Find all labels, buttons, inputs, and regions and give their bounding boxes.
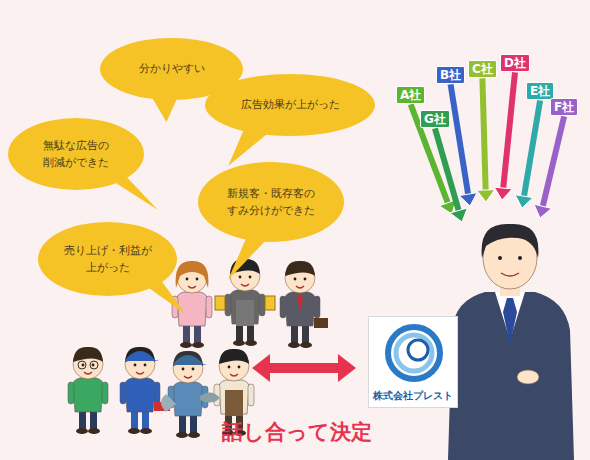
node-text: 広告効果が上がった (233, 96, 348, 113)
company-arrow-label: B社 (436, 66, 465, 84)
person-figure (120, 347, 170, 434)
node-text: 無駄な広告の削減ができた (40, 137, 112, 171)
caption-label: 話し合って決定 (222, 418, 372, 446)
company-arrow-label: C社 (468, 60, 497, 78)
arrow-head (534, 204, 552, 218)
arrow-head (494, 187, 512, 200)
arrow-shaft (435, 128, 459, 210)
company-arrow-label: D社 (500, 54, 530, 72)
speech-bubble: 広告効果が上がった (205, 74, 375, 136)
node-text: A社 (400, 88, 421, 102)
arrow-shaft (543, 116, 564, 206)
node-text: D社 (504, 56, 526, 70)
node-text: F社 (554, 100, 574, 114)
node-text: 新規客・既存客のすみ分けができた (225, 185, 317, 219)
company-arrow-label: F社 (550, 98, 578, 116)
arrow-head (459, 193, 477, 206)
person-figure (215, 259, 275, 346)
speech-bubble: 新規客・既存客のすみ分けができた (198, 162, 344, 242)
arrow-shaft (451, 84, 469, 194)
bubble-shape (8, 118, 144, 190)
arrow-head (477, 190, 495, 202)
node-text: E社 (530, 84, 550, 98)
company-arrow-label: A社 (396, 86, 425, 104)
speech-bubble: 売り上げ・利益が上がった (38, 222, 177, 296)
person-figure (68, 347, 108, 434)
arrow-shaft (482, 78, 485, 190)
consultant-figure (448, 224, 574, 460)
arrow-shaft (524, 100, 540, 196)
node-text: 株式会社プレスト (373, 389, 453, 403)
speech-bubble: 無駄な広告の削減ができた (8, 118, 144, 190)
person-figure (280, 261, 328, 348)
double-arrow (252, 354, 356, 382)
arrow-head (450, 208, 467, 222)
arrow-shaft (503, 72, 515, 188)
node-text: G社 (424, 112, 446, 126)
company-arrows (411, 72, 564, 222)
node-text: C社 (472, 62, 493, 76)
company-arrow-label: G社 (420, 110, 450, 128)
person-figure (161, 351, 208, 438)
company-logo: 株式会社プレスト (368, 316, 458, 408)
node-text: 売り上げ・利益が上がった (62, 242, 154, 276)
bubble-shape (38, 222, 177, 296)
bubble-shape (198, 162, 344, 242)
arrow-head (515, 195, 533, 208)
node-text: B社 (440, 68, 461, 82)
node-text: 分かりやすい (124, 60, 219, 77)
